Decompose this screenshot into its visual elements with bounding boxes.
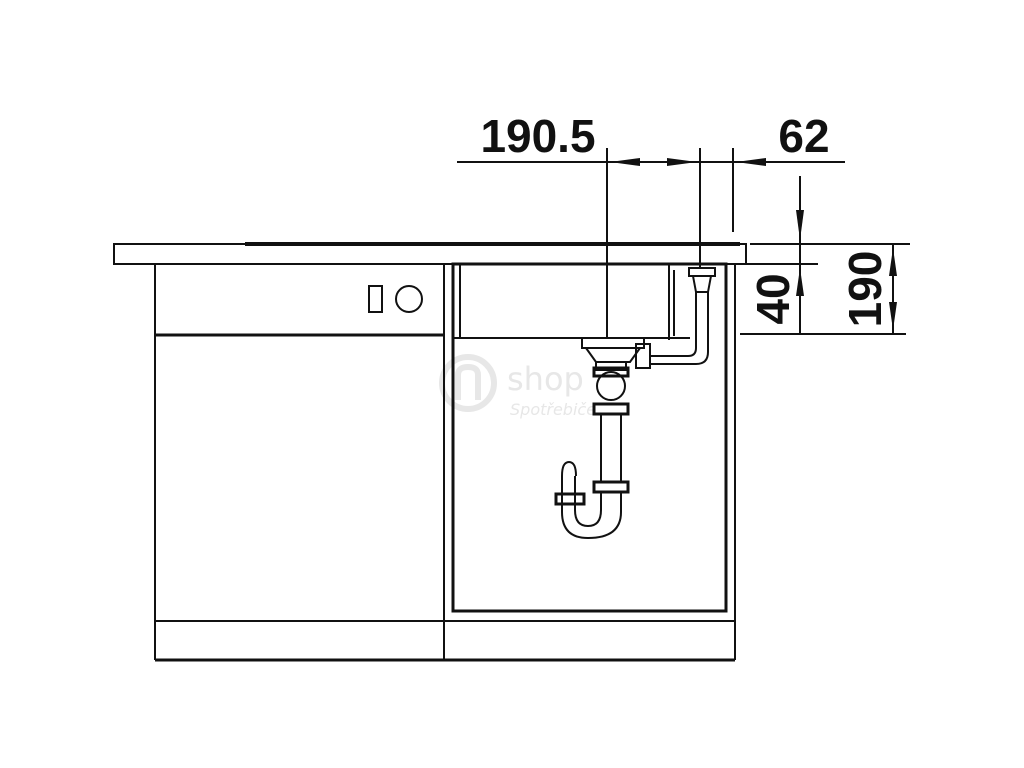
dishwasher-control-rect-icon — [368, 285, 383, 313]
dimension-lines — [457, 148, 910, 338]
dim-label-40: 40 — [747, 273, 799, 324]
watermark-brand: shop — [507, 360, 584, 398]
drain-siphon — [554, 337, 645, 540]
overflow-fitting — [635, 267, 716, 369]
shop-logo-icon — [439, 354, 497, 412]
dishwasher-cabinet — [154, 264, 445, 662]
dim-label-190: 190 — [839, 251, 891, 328]
watermark: shop Spotřebiče — [439, 354, 596, 419]
dim-label-62: 62 — [778, 110, 829, 162]
cabinet-inner-frame — [451, 262, 728, 613]
line-art — [113, 242, 747, 662]
dishwasher-control-knob-icon — [395, 285, 423, 313]
watermark-tagline: Spotřebiče — [510, 400, 596, 419]
dim-label-190-5: 190.5 — [480, 110, 595, 162]
countertop — [113, 243, 747, 265]
sink-bowl — [459, 264, 675, 340]
sink-cabinet — [444, 262, 736, 662]
